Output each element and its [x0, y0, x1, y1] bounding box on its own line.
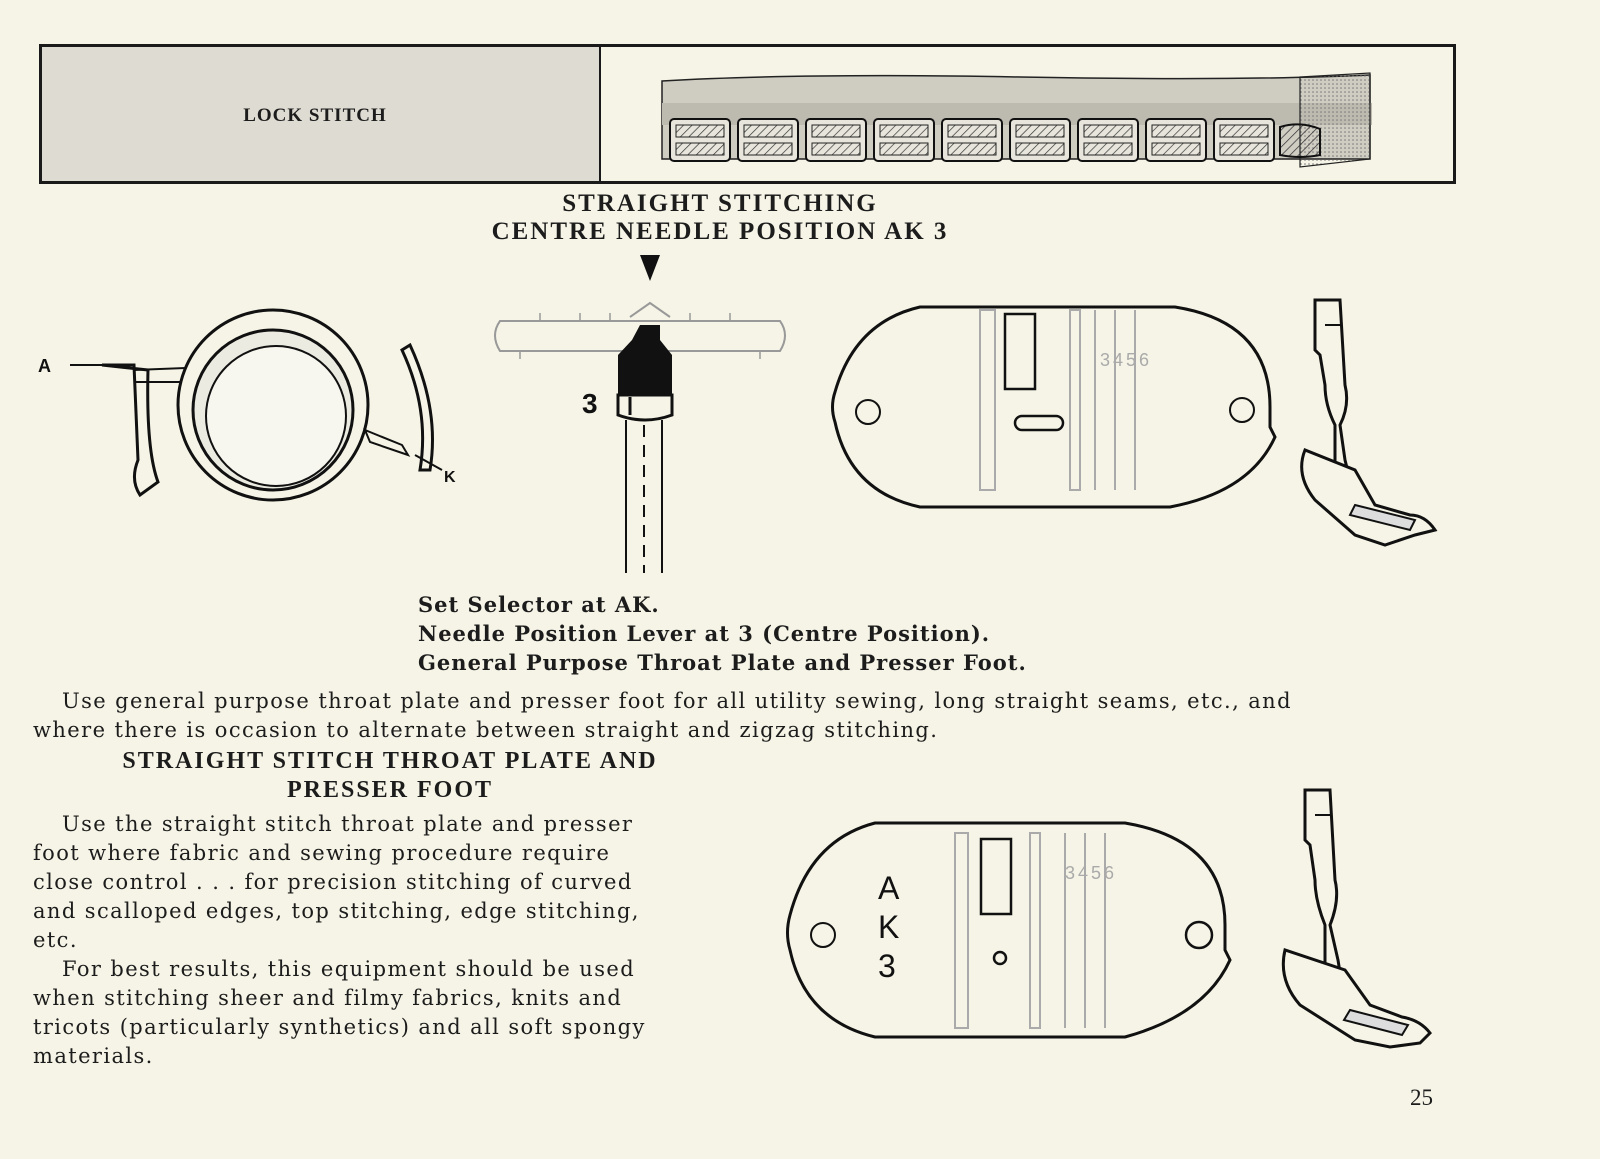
intro-line-2: where there is occasion to alternate bet…	[33, 718, 939, 742]
paragraph-a-line: Use the straight stitch throat plate and…	[62, 812, 634, 836]
plate-position-numbers: 3456	[1100, 350, 1152, 370]
paragraph-a-line: close control . . . for precision stitch…	[33, 870, 633, 894]
subheading-line1: STRAIGHT STITCH THROAT PLATE AND	[122, 748, 658, 774]
section-title-line2: CENTRE NEEDLE POSITION AK 3	[491, 218, 949, 245]
page-number: 25	[1410, 1085, 1433, 1110]
intro-line-1: Use general purpose throat plate and pre…	[62, 689, 1292, 713]
paragraph-a-line: foot where fabric and sewing procedure r…	[33, 841, 611, 865]
paragraph-b-line: tricots (particularly synthetics) and al…	[33, 1015, 646, 1039]
dial-label-a: A	[38, 356, 51, 376]
paragraph-a-line: etc.	[33, 928, 78, 952]
pointer-arrow-icon	[640, 255, 660, 281]
paragraph-a-line: and scalloped edges, top stitching, edge…	[33, 899, 640, 923]
subheading-line2: PRESSER FOOT	[286, 777, 494, 803]
straight-stitch-presser-foot	[1281, 788, 1432, 1049]
plate-marking-k: K	[878, 909, 899, 945]
paragraph-b-line: For best results, this equipment should …	[62, 957, 636, 981]
setting-selector: Set Selector at AK.	[418, 592, 660, 617]
setting-needle-lever: Needle Position Lever at 3 (Centre Posit…	[418, 621, 991, 646]
lever-position-number: 3	[582, 388, 598, 419]
paragraph-b-line: materials.	[33, 1044, 154, 1068]
lock-stitch-label-box	[42, 47, 601, 181]
lock-stitch-label: LOCK STITCH	[243, 105, 387, 126]
plate-marking-3: 3	[878, 948, 896, 984]
section-title-line1: STRAIGHT STITCHING	[562, 190, 878, 217]
plate-position-numbers: 3456	[1065, 863, 1117, 883]
needle-hole	[992, 950, 1008, 966]
selector-dial-illustration: A K	[38, 308, 456, 502]
dial-label-k: K	[444, 469, 456, 486]
general-purpose-throat-plate: 3456	[831, 305, 1277, 509]
lock-stitch-panel	[39, 44, 1456, 184]
plate-marking-a: A	[878, 870, 900, 906]
straight-stitch-throat-plate: 3456 A K 3	[786, 821, 1232, 1039]
lock-stitch-fabric-illustration	[661, 72, 1372, 168]
paragraph-b-line: when stitching sheer and filmy fabrics, …	[33, 986, 623, 1010]
needle-position-lever-illustration: 3	[494, 255, 786, 573]
setting-plate-foot: General Purpose Throat Plate and Presser…	[418, 650, 1027, 675]
general-purpose-presser-foot	[1300, 298, 1438, 547]
